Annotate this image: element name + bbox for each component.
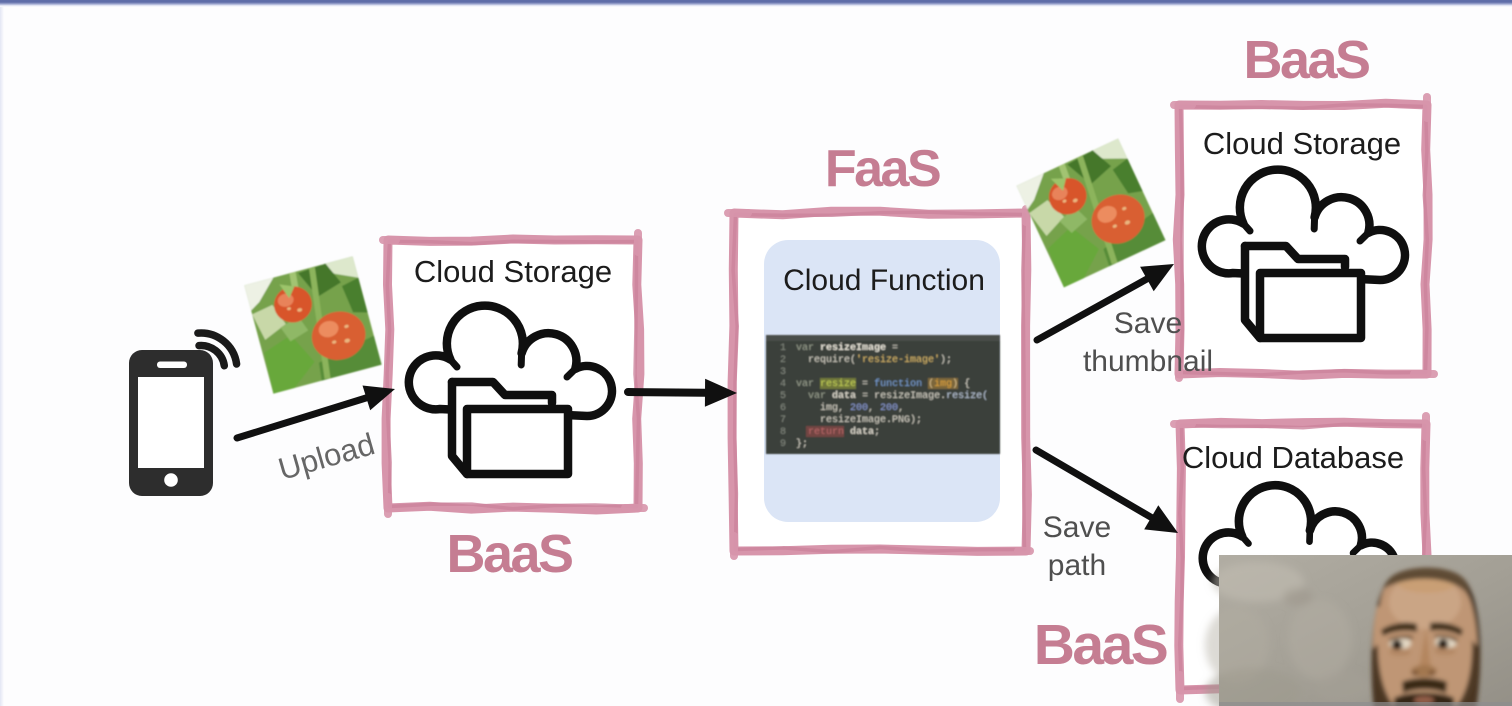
svg-text:require('resize-image');: require('resize-image'); [796, 354, 952, 366]
svg-text:8: 8 [780, 427, 786, 438]
svg-text:6: 6 [780, 403, 786, 414]
svg-text:4: 4 [780, 379, 786, 390]
svg-text:1: 1 [780, 343, 786, 354]
svg-text:img, 200, 200,: img, 200, 200, [796, 402, 904, 414]
svg-text:var data = resizeImage.resize(: var data = resizeImage.resize( [796, 390, 988, 402]
svg-text:3: 3 [780, 367, 786, 378]
svg-text:5: 5 [780, 391, 786, 402]
svg-text:};: }; [796, 438, 808, 450]
svg-text:7: 7 [780, 415, 786, 426]
svg-text:var resizeImage =: var resizeImage = [796, 342, 898, 354]
svg-text:9: 9 [780, 439, 786, 450]
svg-text:2: 2 [780, 355, 786, 366]
svg-text:resizeImage.PNG);: resizeImage.PNG); [796, 414, 922, 426]
